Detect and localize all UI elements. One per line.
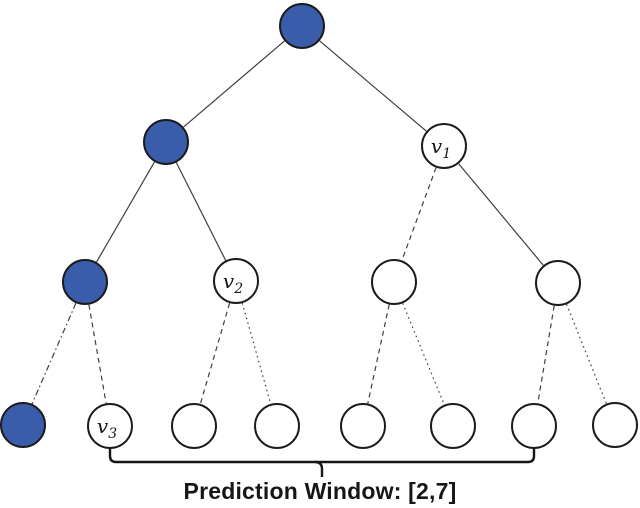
tree-node-leaf-1 xyxy=(0,402,46,448)
tree-edge-root-v1 xyxy=(319,40,427,132)
tree-node-v3 xyxy=(87,403,133,449)
tree-edge-l3-3-leaf-6 xyxy=(402,303,445,405)
tree-edge-v2-leaf-3 xyxy=(199,302,231,405)
tree-node-leaf-3 xyxy=(171,403,217,449)
tree-node-l3-1 xyxy=(62,259,108,305)
prediction-window-label: Prediction Window: [2,7] xyxy=(183,478,457,504)
tree-node-v2 xyxy=(213,258,259,304)
tree-node-l2-left xyxy=(143,119,189,165)
tree-edge-l3-4-leaf-7 xyxy=(537,305,555,404)
tree-node-leaf-4 xyxy=(254,403,300,449)
tree-edge-l3-3-leaf-5 xyxy=(367,304,390,404)
tree-node-l3-4 xyxy=(535,260,581,306)
tree-node-leaf-5 xyxy=(340,403,386,449)
tree-edge-v1-l3-3 xyxy=(401,167,437,261)
tree-edge-l3-1-leaf-1 xyxy=(31,302,77,405)
bracket-center-tick xyxy=(314,460,324,477)
tree-edge-l2-left-v2 xyxy=(175,162,227,261)
prediction-window-bracket xyxy=(108,448,536,464)
tree-edge-l3-4-leaf-8 xyxy=(566,304,607,404)
tree-node-l3-3 xyxy=(371,259,417,305)
tree-node-leaf-8 xyxy=(592,402,638,448)
tree-node-root xyxy=(279,3,325,49)
tree-edge-l3-1-v3 xyxy=(88,304,107,404)
tree-edge-l2-left-l3-1 xyxy=(95,161,156,263)
tree-node-leaf-6 xyxy=(430,403,476,449)
tree-edge-root-l2-left xyxy=(183,40,285,128)
tree-node-v1 xyxy=(421,123,467,169)
tree-edge-v2-leaf-4 xyxy=(241,302,272,405)
tree-node-leaf-7 xyxy=(511,403,557,449)
tree-edge-v1-l3-4 xyxy=(458,163,544,266)
